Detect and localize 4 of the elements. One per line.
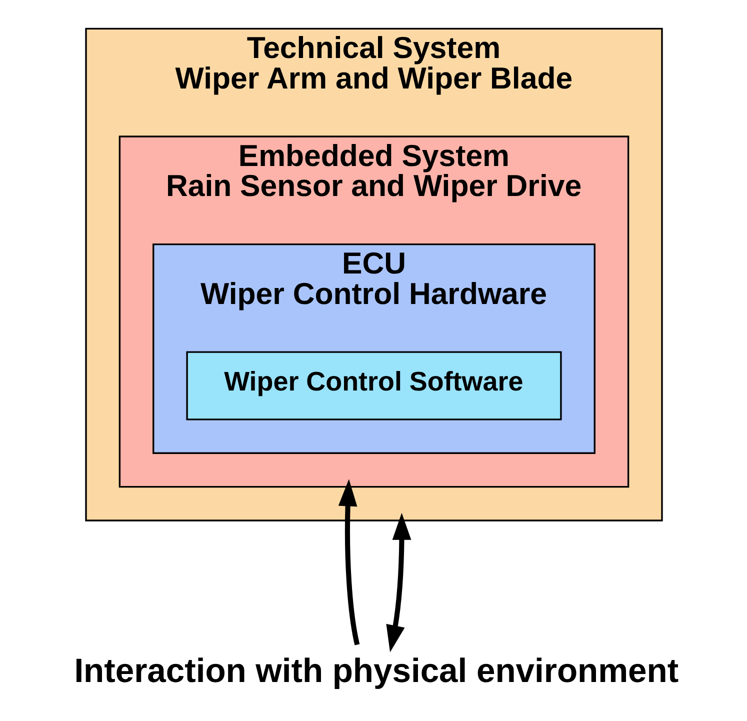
arrow — [386, 512, 411, 652]
node-text: Interaction with physical environment — [74, 653, 678, 690]
arrow — [338, 479, 360, 646]
node-box: Wiper Control Software — [186, 351, 562, 420]
